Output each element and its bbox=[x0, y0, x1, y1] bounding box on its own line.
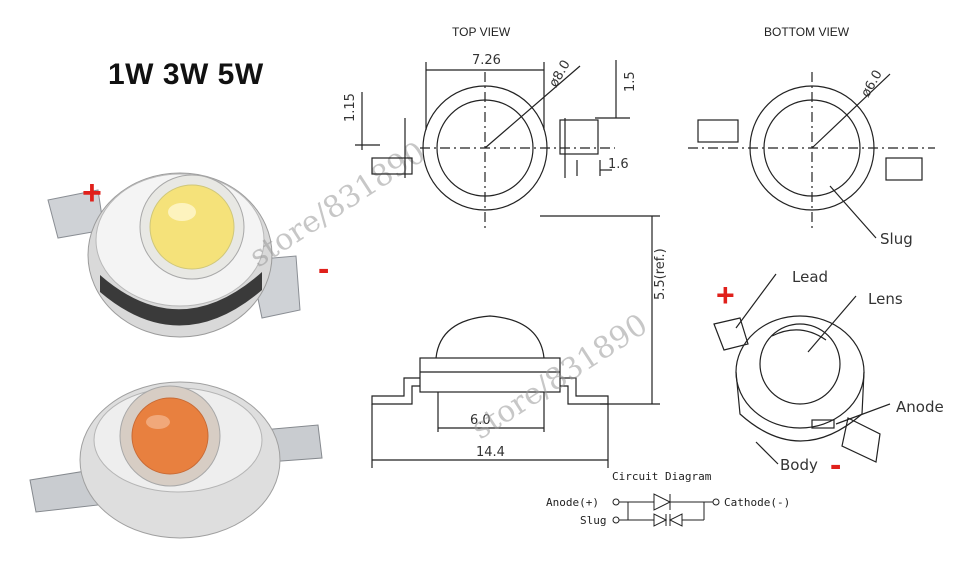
dim-dia-8: ø8.0 bbox=[546, 58, 573, 90]
dim-1-5: 1.5 bbox=[623, 71, 638, 92]
minus-sign-diagram: - bbox=[830, 446, 841, 484]
top-view-drawing bbox=[355, 60, 630, 230]
red-led-photo bbox=[29, 381, 323, 539]
circuit-title: Circuit Diagram bbox=[612, 470, 712, 483]
body-callout: Body bbox=[780, 456, 818, 474]
minus-sign-photo: - bbox=[318, 250, 329, 288]
circuit-cathode-label: Cathode(-) bbox=[724, 496, 790, 509]
watermark-left: store/831890 bbox=[243, 135, 432, 275]
circuit-slug-label: Slug bbox=[580, 514, 607, 527]
bottom-view-label: BOTTOM VIEW bbox=[764, 25, 850, 39]
circuit-anode-label: Anode(+) bbox=[546, 496, 599, 509]
dim-1-15: 1.15 bbox=[343, 93, 358, 122]
bottom-view-drawing bbox=[688, 72, 935, 239]
wattage-title: 1W 3W 5W bbox=[108, 58, 264, 91]
isometric-led-drawing bbox=[713, 273, 891, 465]
dim-14-4: 14.4 bbox=[476, 445, 505, 460]
lens-callout: Lens bbox=[868, 290, 903, 308]
dim-1-6: 1.6 bbox=[608, 157, 629, 172]
dim-dia-6: ø6.0 bbox=[858, 68, 885, 100]
dim-5-5-ref: 5.5(ref.) bbox=[653, 248, 668, 300]
dim-7-26: 7.26 bbox=[472, 53, 501, 68]
circuit-schematic bbox=[612, 493, 720, 527]
watermark-center: store/831890 bbox=[465, 307, 654, 447]
top-view-label: TOP VIEW bbox=[452, 25, 511, 39]
lead-callout: Lead bbox=[792, 268, 828, 286]
dim-6-0: 6.0 bbox=[470, 413, 491, 428]
white-led-photo bbox=[47, 172, 301, 338]
side-view-drawing bbox=[371, 215, 660, 468]
plus-sign-diagram: + bbox=[716, 277, 735, 313]
anode-callout: Anode bbox=[896, 398, 944, 416]
plus-sign-photo: + bbox=[82, 174, 102, 212]
slug-callout: Slug bbox=[880, 230, 913, 248]
